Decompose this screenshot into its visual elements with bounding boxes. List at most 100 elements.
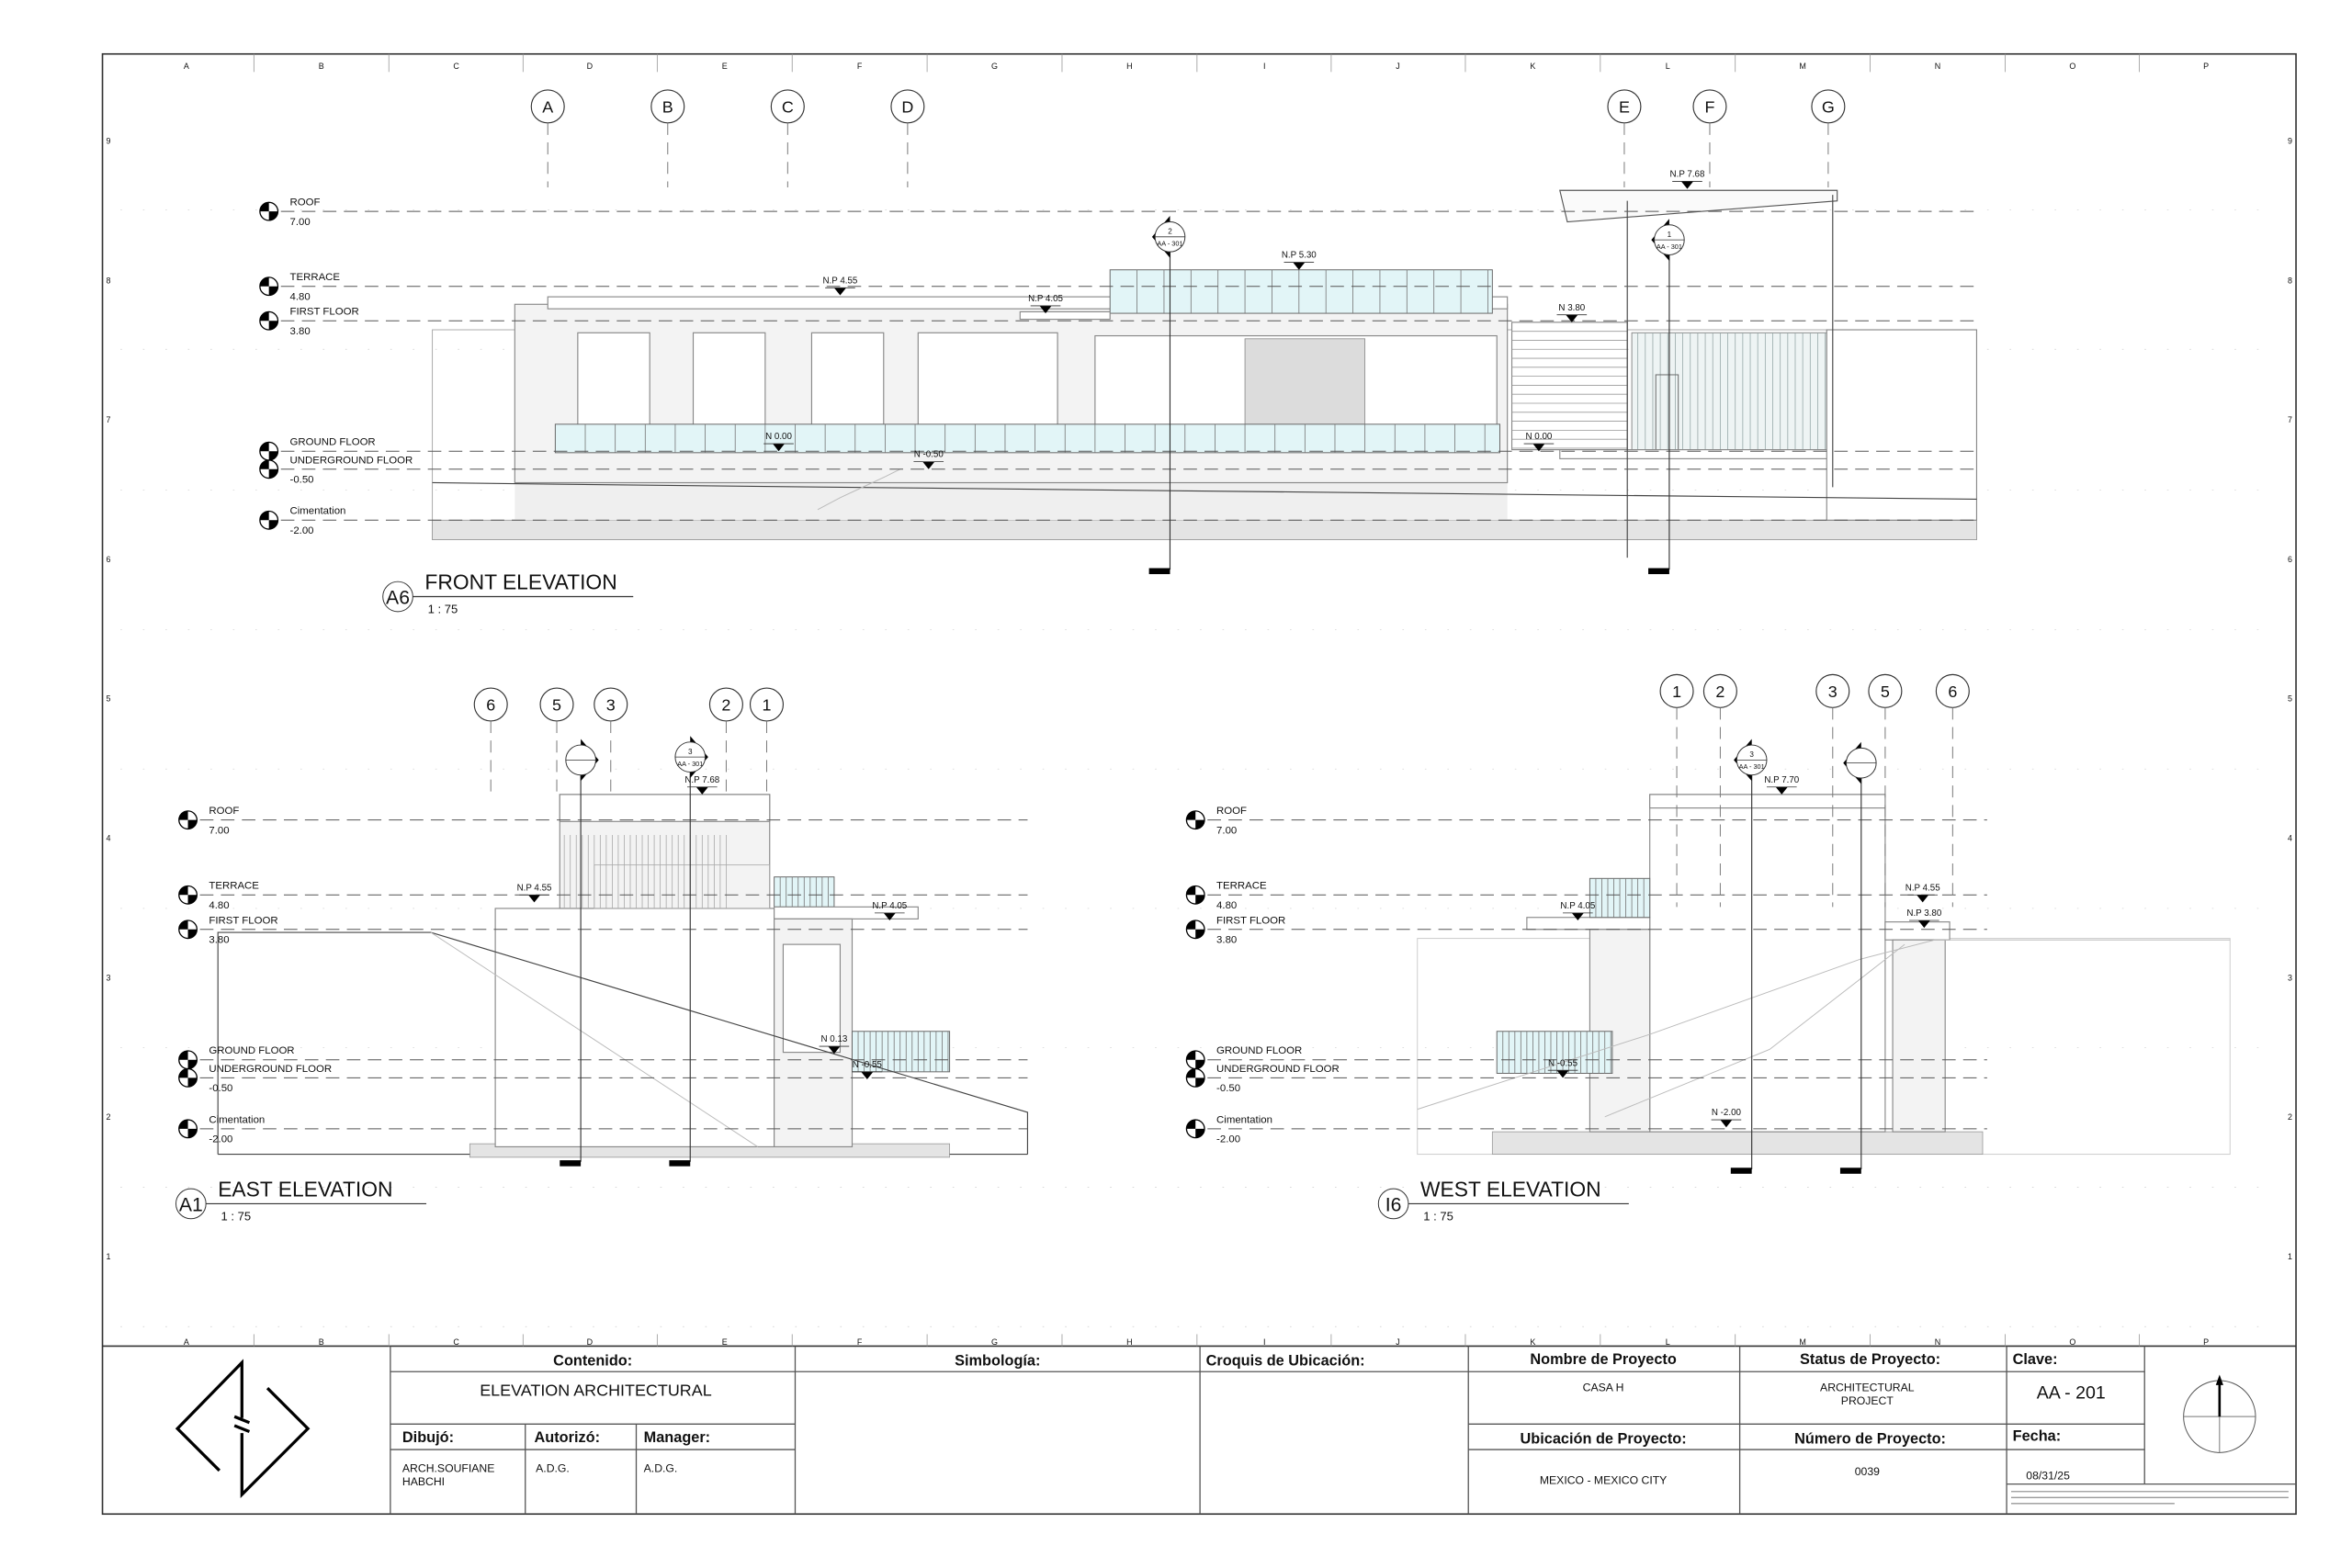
level-name: ROOF bbox=[1216, 806, 1247, 817]
spot-elevation: N.P 3.80 bbox=[1906, 908, 1941, 919]
row-marker: 9 bbox=[107, 137, 111, 146]
row-marker: 7 bbox=[107, 415, 111, 424]
right-slab bbox=[1884, 921, 1951, 941]
grid-bubble-label: 5 bbox=[1881, 682, 1890, 701]
glass-panel bbox=[554, 423, 1500, 454]
level-marker-icon bbox=[259, 310, 279, 331]
section-sheet: AA - 301 bbox=[1657, 243, 1682, 251]
glass-railing bbox=[852, 1031, 951, 1073]
right-volume bbox=[1892, 939, 1946, 1133]
level-marker-icon bbox=[1185, 919, 1205, 940]
level-name: Cimentation bbox=[1216, 1114, 1272, 1125]
column-marker: L bbox=[1666, 62, 1670, 71]
window bbox=[577, 332, 650, 427]
section-number: 3 bbox=[1749, 750, 1754, 759]
spot-elevation-icon bbox=[1039, 305, 1052, 314]
roof-cap bbox=[559, 794, 771, 822]
grid-bubble-label: 1 bbox=[762, 696, 771, 715]
status-value: PROJECT bbox=[1841, 1394, 1894, 1407]
column-marker: O bbox=[2069, 1337, 2075, 1347]
grid-bubble bbox=[594, 687, 628, 722]
railing-frame bbox=[594, 864, 771, 909]
level-value: -2.00 bbox=[209, 1134, 232, 1145]
column-marker: A bbox=[184, 1337, 189, 1347]
window bbox=[917, 332, 1058, 427]
spot-elevation: N.P 4.55 bbox=[517, 883, 552, 893]
section-number: 2 bbox=[1168, 228, 1172, 236]
section-mark-icon bbox=[1839, 741, 1877, 1174]
level-marker-icon bbox=[178, 919, 198, 940]
column-marker: E bbox=[722, 1337, 728, 1347]
grid-bubble-label: F bbox=[1704, 97, 1714, 116]
ubicacion-label: Ubicación de Proyecto: bbox=[1521, 1431, 1687, 1448]
spot-elevation: N.P 4.55 bbox=[1905, 883, 1940, 893]
section-mark-icon bbox=[669, 736, 708, 1167]
row-marker: 8 bbox=[2288, 276, 2292, 285]
level-name: UNDERGROUND FLOOR bbox=[290, 455, 413, 466]
column-marker: P bbox=[2203, 62, 2209, 71]
section-sheet: AA - 301 bbox=[1739, 762, 1765, 771]
level-name: GROUND FLOOR bbox=[290, 437, 376, 448]
sheet-border bbox=[101, 52, 2297, 1516]
row-marker: 7 bbox=[2288, 415, 2292, 424]
level-value: -2.00 bbox=[1216, 1134, 1240, 1145]
grid-bubble-label: 5 bbox=[552, 696, 561, 715]
level-marker-icon bbox=[1185, 1067, 1205, 1088]
column-marker: I bbox=[1263, 62, 1266, 71]
fecha-value: 08/31/25 bbox=[2026, 1470, 2070, 1483]
level-value: 7.00 bbox=[1216, 825, 1237, 836]
spot-elevation-icon bbox=[1917, 920, 1930, 929]
section-mark-icon bbox=[1730, 739, 1768, 1174]
row-marker: 3 bbox=[2288, 973, 2292, 982]
main-box bbox=[494, 908, 775, 1147]
column-marker: M bbox=[1799, 1337, 1805, 1347]
column-marker: E bbox=[722, 62, 728, 71]
autorizo-label: Autorizó: bbox=[535, 1429, 601, 1446]
window bbox=[782, 943, 842, 1054]
grid-bubble-label: 6 bbox=[486, 696, 495, 715]
disclaimer-fine-print bbox=[2010, 1491, 2289, 1505]
spot-elevation-icon bbox=[883, 912, 896, 921]
view-scale: 1 : 75 bbox=[220, 1209, 251, 1223]
ubicacion-value: MEXICO - MEXICO CITY bbox=[1540, 1474, 1668, 1487]
grid-bubble bbox=[1868, 673, 1903, 708]
level-marker-icon bbox=[259, 276, 279, 297]
column-marker: B bbox=[319, 1337, 324, 1347]
level-name: GROUND FLOOR bbox=[1216, 1045, 1302, 1056]
section-mark-icon bbox=[1148, 215, 1186, 575]
grid-bubble-label: D bbox=[901, 97, 913, 116]
roof-canopy bbox=[1559, 189, 1838, 223]
row-marker: 9 bbox=[2288, 137, 2292, 146]
spot-elevation-icon bbox=[861, 1071, 874, 1079]
column-marker: F bbox=[857, 1337, 863, 1347]
vertical-slat-wall bbox=[1631, 332, 1827, 451]
row-marker: 5 bbox=[2288, 694, 2292, 704]
column-marker: J bbox=[1396, 62, 1399, 71]
level-name: TERRACE bbox=[290, 272, 341, 283]
spot-elevation-icon bbox=[1775, 786, 1788, 795]
level-marker-icon bbox=[259, 510, 279, 530]
level-value: -2.00 bbox=[290, 525, 314, 536]
spot-elevation-icon bbox=[1720, 1120, 1733, 1128]
spot-elevation-icon bbox=[1532, 444, 1545, 452]
contenido-value: ELEVATION ARCHITECTURAL bbox=[480, 1381, 712, 1399]
contenido-label: Contenido: bbox=[553, 1353, 632, 1370]
level-marker-icon bbox=[259, 459, 279, 479]
level-marker-icon bbox=[259, 441, 279, 461]
column-marker: M bbox=[1799, 62, 1805, 71]
level-marker-icon bbox=[259, 201, 279, 221]
view-id: A6 bbox=[386, 588, 410, 609]
title-block-lines bbox=[390, 1346, 2297, 1515]
north-arrow-icon bbox=[2183, 1374, 2256, 1453]
grid-bubble-label: E bbox=[1619, 97, 1630, 116]
view-id: I6 bbox=[1385, 1195, 1402, 1216]
spot-elevation-icon bbox=[1680, 181, 1694, 189]
level-value: 3.80 bbox=[1216, 934, 1237, 945]
grid-bubble-label: 3 bbox=[606, 696, 616, 715]
level-name: ROOF bbox=[209, 806, 239, 817]
nombre-value: CASA H bbox=[1583, 1381, 1624, 1393]
window bbox=[692, 332, 766, 427]
dibujo-label: Dibujó: bbox=[402, 1429, 454, 1446]
grid-bubble bbox=[749, 687, 785, 722]
